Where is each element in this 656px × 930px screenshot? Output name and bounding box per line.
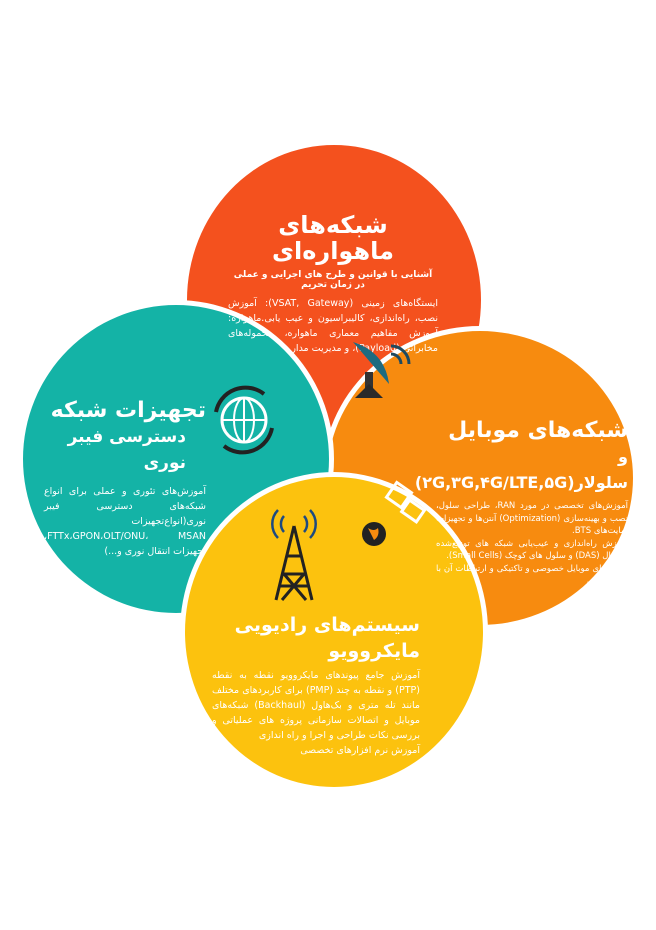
satellite-title: شبکه‌های ماهواره‌ای — [272, 211, 394, 265]
fiber-title: تجهیزات شبکه — [50, 398, 206, 423]
mobile-title-2: و سلولار(۲G,۳G,۴G/LTE,۵G) — [414, 447, 628, 492]
microwave-circle — [180, 472, 488, 792]
satellite-body: ایستگاه‌های زمینی (VSAT, Gateway): آموزش… — [228, 298, 438, 354]
mobile-title: شبکه‌های موبایل — [448, 418, 628, 443]
microwave-title: سیستم‌های رادیویی مایکروویو — [234, 614, 420, 662]
satellite-section: شبکه‌های ماهواره‌ای آشنایی با قوانین و ط… — [228, 212, 438, 356]
microwave-section: سیستم‌های رادیویی مایکروویو آموزش جامع پ… — [212, 612, 420, 758]
mobile-body-2: آموزش راه‌اندازی و عیب‌یابی شبکه های توز… — [436, 538, 628, 562]
satellite-subtitle: آشنایی با قوانین و طرح های اجرایی و عملی… — [233, 270, 433, 290]
mobile-body-3: شبکه های موبایل خصوصی و تاکتیکی و ارتباط… — [436, 563, 628, 587]
fiber-section: تجهیزات شبکه دسترسی فیبر نوری آموزش‌های … — [44, 398, 206, 559]
radio-tower-icon — [271, 509, 317, 601]
satellite-globe-icon — [362, 480, 427, 546]
fiber-title-2: دسترسی فیبر نوری — [67, 427, 186, 473]
mobile-body-1: آموزش‌های تخصصی در مورد RAN، طراحی سلول،… — [436, 501, 628, 536]
satellite-dish-icon — [353, 342, 411, 398]
mobile-section: شبکه‌های موبایل و سلولار(۲G,۳G,۴G/LTE,۵G… — [414, 418, 628, 588]
microwave-body-2: آموزش نرم افزارهای تخصصی — [300, 745, 420, 756]
globe-network-icon — [214, 385, 274, 455]
fiber-body: آموزش‌های تئوری و عملی برای انواع شبکه‌ه… — [44, 486, 206, 557]
microwave-body-1: آموزش جامع پیوندهای مایکروویو نقطه به نق… — [212, 670, 420, 741]
